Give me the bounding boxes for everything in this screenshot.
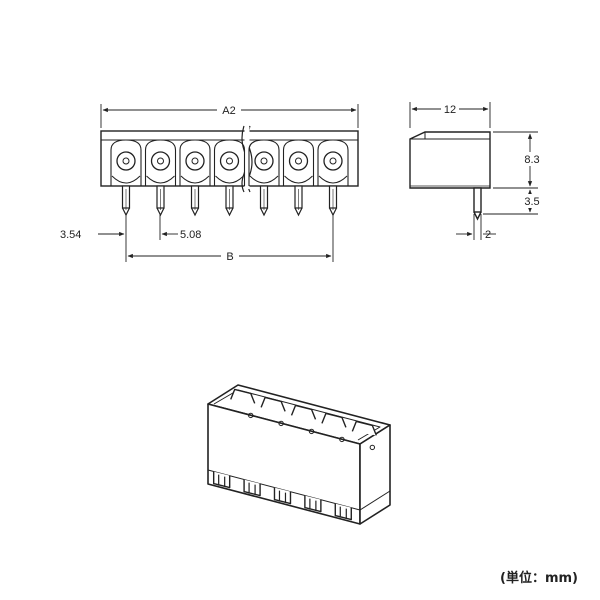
iso-bump (321, 412, 347, 428)
front-terminal-dot (191, 157, 199, 165)
iso-bumps-group (230, 388, 377, 451)
front-terminal-dot (226, 157, 233, 165)
front-pin-tip (294, 207, 303, 217)
dim-pin-length-label: 3.5 (524, 196, 539, 208)
isometric-view (207, 384, 391, 525)
iso-right-face (359, 424, 391, 525)
front-hood (248, 139, 280, 186)
front-pin-tip (225, 207, 234, 217)
side-pin (473, 187, 482, 213)
front-hood-lower (146, 175, 175, 184)
iso-terminal-hole (369, 444, 376, 451)
dim-pitch-label: 5.08 (180, 229, 201, 241)
front-hood-lower (318, 175, 348, 184)
iso-bump (230, 388, 256, 404)
front-hood (317, 139, 349, 186)
front-hood (282, 139, 315, 186)
iso-pin (309, 498, 317, 511)
front-pin-tip (190, 207, 200, 217)
front-terminal-dot (157, 157, 164, 165)
dim-body-height-label: 8.3 (524, 154, 539, 166)
dim-a2-label: A2 (222, 105, 235, 117)
iso-bump (290, 404, 317, 420)
front-pins-group (110, 139, 349, 217)
front-pin-tip (156, 207, 165, 217)
dim-offset-label: 3.54 (60, 229, 81, 241)
front-terminal-dot (295, 157, 302, 165)
front-pin-tip (259, 207, 269, 217)
iso-pin (218, 474, 226, 487)
iso-slot (304, 495, 322, 513)
front-hood-lower (249, 175, 279, 184)
front-hood-lower (284, 175, 313, 184)
front-hood (144, 139, 177, 186)
iso-pins-group (212, 471, 352, 521)
front-view (100, 125, 359, 217)
dim-pin-offset-label: 2 (485, 229, 491, 241)
front-hood (110, 139, 142, 186)
front-hood-lower (111, 175, 141, 184)
iso-pin (278, 490, 287, 503)
dim-b-label: B (226, 251, 233, 263)
iso-slot (334, 503, 352, 521)
iso-slot (243, 479, 261, 497)
iso-terminal-hole (248, 412, 254, 419)
iso-bump (260, 396, 286, 412)
side-view (409, 131, 491, 221)
iso-terminal-hole (308, 428, 315, 435)
iso-pin (248, 482, 256, 495)
front-hood (213, 139, 246, 186)
front-terminal-dot (260, 157, 268, 165)
front-terminal-dot (329, 157, 337, 165)
iso-slot (212, 471, 231, 489)
iso-bump (351, 420, 377, 436)
front-hood-lower (180, 175, 210, 184)
iso-pin (339, 506, 347, 519)
iso-slot (273, 487, 292, 505)
front-hood-lower (215, 175, 244, 184)
iso-terminal-hole (339, 436, 345, 443)
iso-terminal-hole (278, 420, 284, 427)
unit-note: (単位：mm) (500, 571, 578, 586)
side-body-outline (409, 131, 491, 189)
dim-depth-label: 12 (444, 104, 456, 116)
front-terminal-dot (122, 157, 130, 165)
front-hood (179, 139, 211, 186)
